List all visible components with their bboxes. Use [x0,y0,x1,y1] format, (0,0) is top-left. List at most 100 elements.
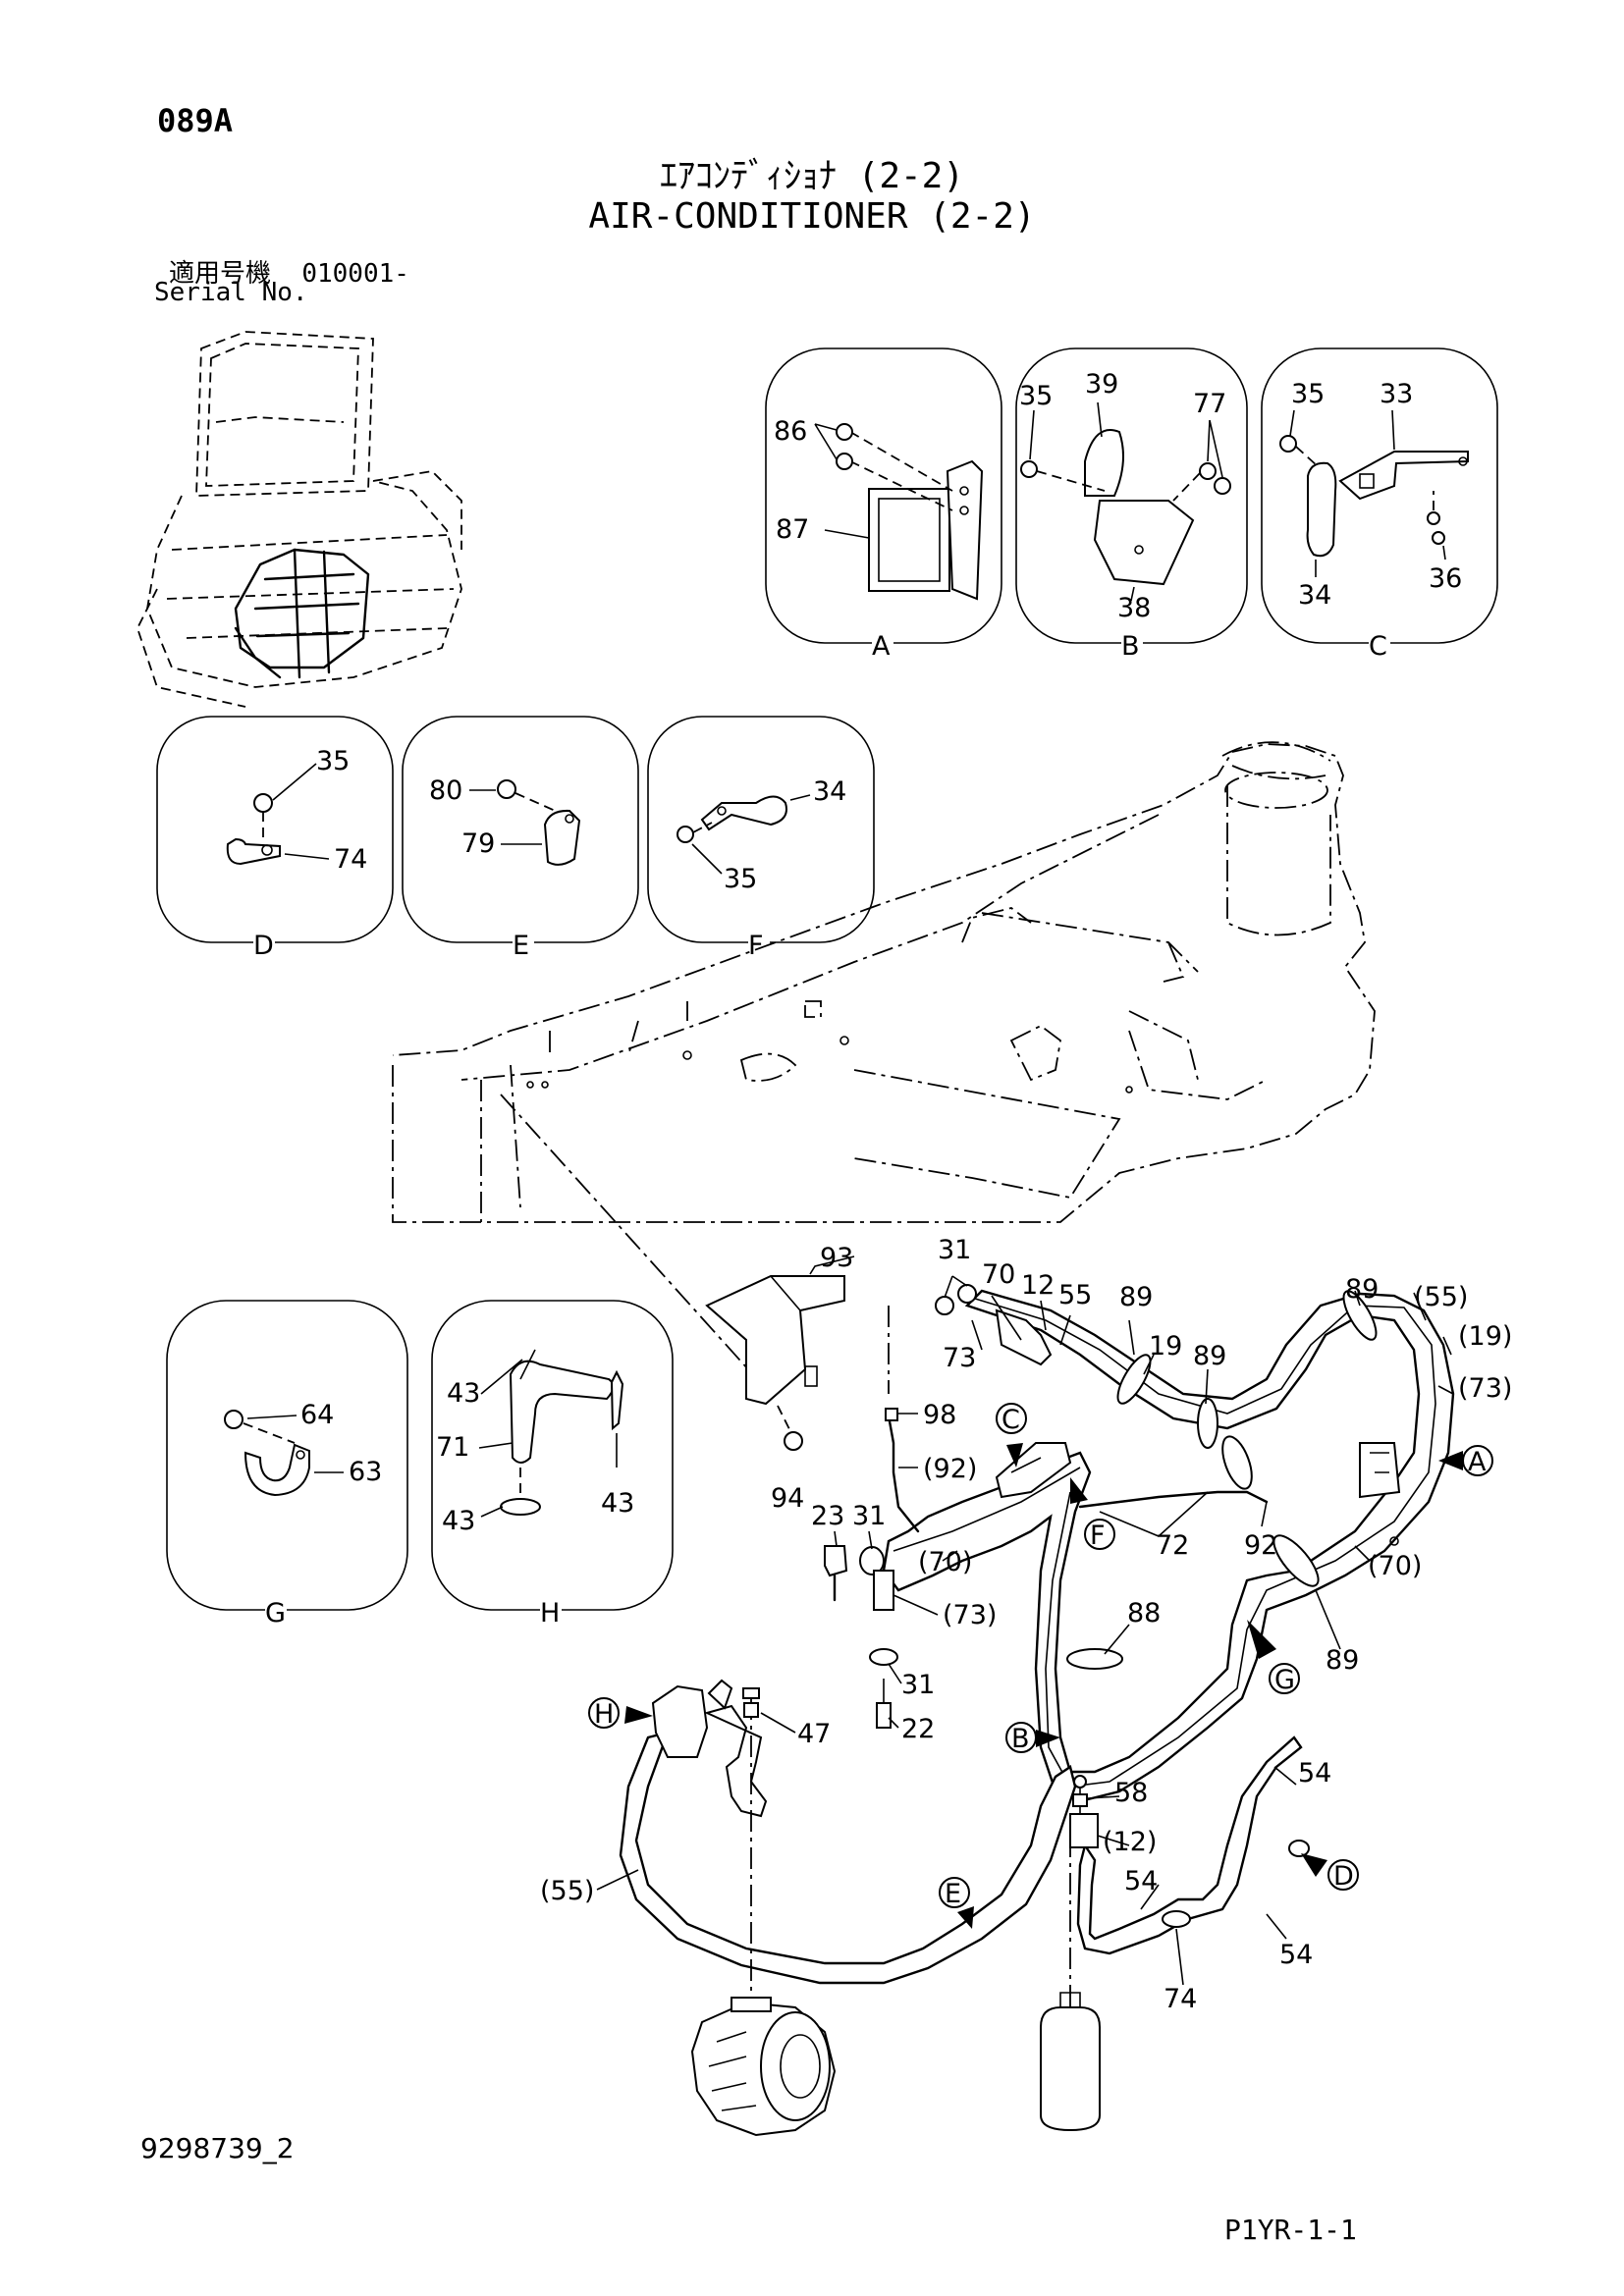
callout-letter-a: A [1468,1447,1487,1477]
label-74: 74 [334,844,367,875]
page-title: AIR-CONDITIONER (2-2) [588,196,1036,237]
label-70: 70 [982,1259,1015,1290]
callout-c: C [996,1403,1027,1468]
detail-a: 86 87 [765,347,1002,644]
label-39: 39 [1085,369,1118,400]
label-12: 12 [1021,1270,1055,1301]
callout-letter-d: D [1333,1861,1354,1892]
label-89: 89 [1345,1274,1379,1305]
label-paren-19: (19) [1458,1321,1512,1352]
detail-letters: A B C D E F G H [253,628,1390,1629]
label-43: 43 [447,1378,480,1409]
label-paren-70: (70) [918,1547,972,1577]
label-54: 54 [1124,1866,1158,1896]
detail-letter-a: A [872,631,891,662]
label-58: 58 [1114,1778,1148,1808]
callout-letter-g: G [1274,1665,1295,1695]
callout-h: H [588,1697,653,1730]
label-paren-70: (70) [1368,1551,1422,1581]
serial-label-japanese: 適用号機 [169,259,272,289]
serial-label-jp: 適用号機 010001- [169,253,409,290]
label-22: 22 [901,1714,935,1744]
callout-letter-c: C [1001,1405,1020,1435]
detail-letter-d: D [253,931,274,961]
callout-f: F [1070,1477,1115,1551]
label-54: 54 [1298,1758,1331,1789]
label-64: 64 [300,1400,334,1430]
detail-d: 35 74 [156,716,394,943]
detail-letter-g: G [265,1598,286,1629]
label-23: 23 [811,1501,844,1531]
page-reference: P1YR-1-1 [1224,2214,1357,2246]
label-98: 98 [923,1400,956,1430]
detail-b: 35 39 77 38 [1015,347,1248,644]
label-89: 89 [1193,1341,1226,1371]
label-35: 35 [316,746,350,776]
label-paren-73: (73) [1458,1373,1512,1404]
serial-number: 010001- [301,259,409,289]
callout-letter-f: F [1090,1521,1106,1551]
label-31: 31 [938,1235,971,1265]
label-38: 38 [1117,593,1151,623]
label-79: 79 [461,828,495,859]
callout-letter-e: E [945,1879,961,1909]
label-89: 89 [1326,1645,1359,1676]
serial-label-en: Serial No. [154,278,308,307]
label-paren-12: (12) [1103,1827,1157,1857]
label-88: 88 [1127,1598,1161,1629]
detail-letter-b: B [1121,631,1140,662]
label-35: 35 [724,864,757,894]
leader-lines [596,1255,1454,1986]
label-43: 43 [442,1506,475,1536]
label-34: 34 [1298,580,1331,611]
callout-g: G [1247,1620,1300,1695]
page-code: 089A [157,102,234,139]
detail-h: 43 71 43 43 [431,1300,674,1611]
label-94: 94 [771,1483,804,1514]
machine-frame [392,741,1376,1390]
callout-letter-h: H [594,1699,614,1730]
detail-letter-c: C [1369,631,1387,662]
label-80: 80 [429,775,462,806]
detail-letter-h: H [540,1598,560,1629]
label-63: 63 [349,1457,382,1487]
label-43: 43 [601,1488,634,1519]
label-31: 31 [852,1501,886,1531]
callout-markers: A B C D E F G [588,1403,1493,1929]
label-paren-55: (55) [1414,1282,1468,1312]
detail-f: 34 35 [647,716,875,943]
label-55: 55 [1058,1280,1092,1310]
detail-letter-f: F [748,931,764,961]
label-93: 93 [820,1243,853,1273]
hose-routing [619,1275,1455,2137]
label-87: 87 [776,514,809,545]
callout-e: E [939,1877,974,1929]
title-japanese: ｴｱｺﾝﾃﾞｨｼｮﾅ (2-2) [659,156,965,196]
callout-d: D [1301,1853,1359,1892]
detail-letter-e: E [513,931,529,961]
label-72: 72 [1156,1530,1189,1561]
label-74: 74 [1164,1984,1197,2014]
label-paren-55: (55) [540,1876,594,1906]
label-33: 33 [1380,379,1413,409]
label-73: 73 [943,1343,976,1373]
detail-c: 35 33 34 36 [1261,347,1498,644]
label-35: 35 [1291,379,1325,409]
label-35: 35 [1019,381,1053,411]
detail-e: 80 79 [402,716,639,943]
detail-g: 64 63 [166,1300,408,1611]
part-labels: 93 31 70 12 55 89 89 89 (55) (19) (73) 1… [540,1235,1512,2014]
label-71: 71 [436,1432,469,1463]
label-paren-92: (92) [923,1454,977,1484]
label-92: 92 [1244,1530,1277,1561]
label-31: 31 [901,1670,935,1700]
label-77: 77 [1193,389,1226,419]
callout-b: B [1005,1722,1060,1754]
label-54: 54 [1279,1940,1313,1970]
label-36: 36 [1429,563,1462,594]
callout-letter-b: B [1011,1724,1030,1754]
label-paren-73: (73) [943,1600,997,1630]
machine-overview-sketch [136,331,462,708]
label-19: 19 [1149,1331,1182,1362]
